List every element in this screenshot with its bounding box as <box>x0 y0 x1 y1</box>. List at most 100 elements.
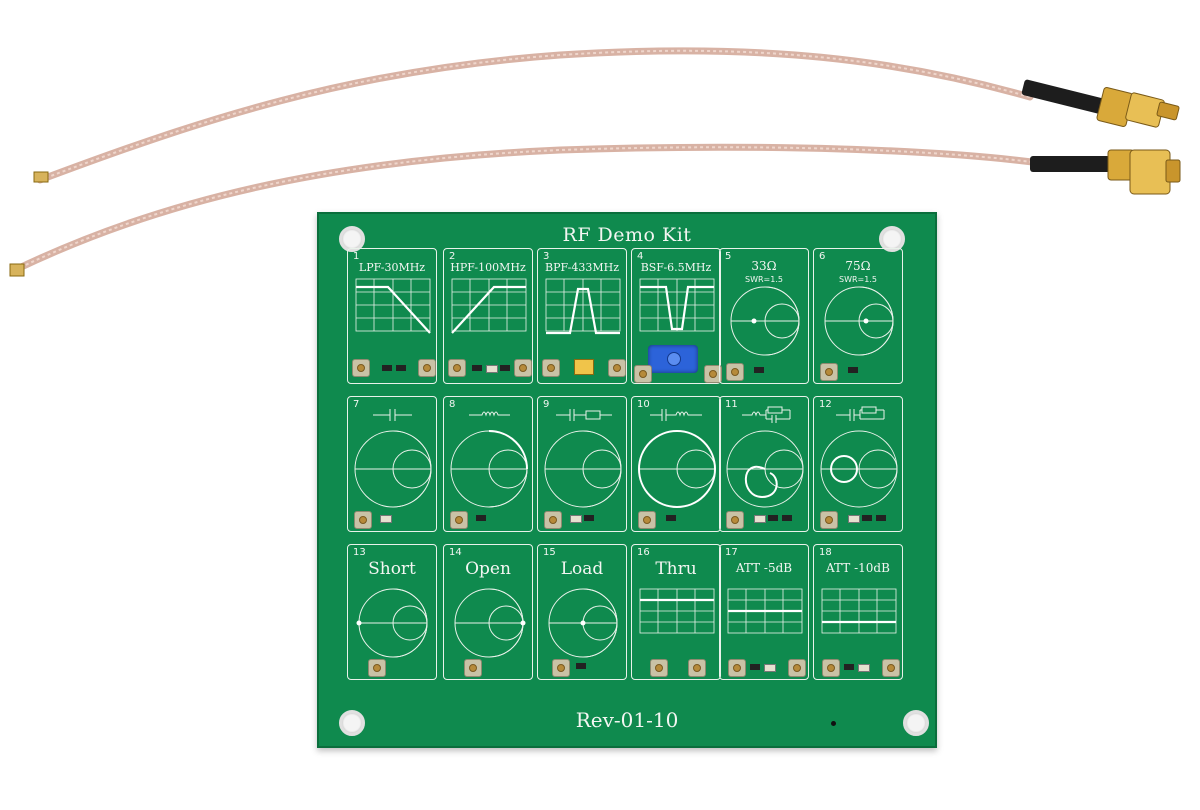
cell-number: 3 <box>543 251 550 262</box>
ufl-port[interactable] <box>368 659 386 677</box>
smd-component <box>584 515 594 521</box>
smd-resistor <box>764 664 776 672</box>
ufl-port[interactable] <box>418 359 436 377</box>
cell-number: 12 <box>819 399 832 410</box>
cell-hpf: 2 HPF-100MHz <box>443 248 533 384</box>
cell-sublabel: SWR=1.5 <box>745 275 783 284</box>
cell-number: 7 <box>353 399 360 410</box>
smd-component <box>862 515 872 521</box>
ufl-port[interactable] <box>704 365 722 383</box>
mount-hole <box>339 226 365 252</box>
cell-open: 14 Open <box>443 544 533 680</box>
smith-chart-icon <box>730 286 800 356</box>
cell-number: 4 <box>637 251 644 262</box>
smd-resistor <box>750 664 760 670</box>
ufl-port[interactable] <box>448 359 466 377</box>
smd-component <box>570 515 582 523</box>
lc-smith-icon <box>638 409 716 508</box>
cell-rc-parallel: 12 <box>813 396 903 532</box>
ufl-port[interactable] <box>638 511 656 529</box>
ufl-connector-2 <box>9 263 25 277</box>
cell-label: 33Ω <box>751 259 777 273</box>
ufl-port[interactable] <box>822 659 840 677</box>
ufl-port[interactable] <box>688 659 706 677</box>
smith-chart-icon <box>824 286 894 356</box>
ufl-port[interactable] <box>882 659 900 677</box>
cell-number: 10 <box>637 399 650 410</box>
smd-component <box>848 515 860 523</box>
ufl-port[interactable] <box>788 659 806 677</box>
smd-resistor <box>844 664 854 670</box>
ufl-port[interactable] <box>726 511 744 529</box>
board-title: RF Demo Kit <box>562 224 692 246</box>
smd-component <box>782 515 792 521</box>
cell-number: 2 <box>449 251 456 262</box>
bsf-graph-icon <box>639 278 715 332</box>
cell-label: Load <box>560 559 604 579</box>
ufl-port[interactable] <box>450 511 468 529</box>
cell-label: HPF-100MHz <box>450 261 526 274</box>
fiducial-dot <box>831 721 836 726</box>
lpf-graph-icon <box>355 278 431 334</box>
smd-resistor <box>848 367 858 373</box>
ufl-port[interactable] <box>634 365 652 383</box>
ufl-port[interactable] <box>542 359 560 377</box>
trimmer-capacitor[interactable] <box>648 345 698 373</box>
cell-label: ATT -5dB <box>735 561 793 575</box>
cell-label: BPF-433MHz <box>545 261 619 274</box>
ufl-port[interactable] <box>352 359 370 377</box>
cell-bsf: 4 BSF-6.5MHz <box>631 248 722 384</box>
att-5db-graph-icon <box>727 588 803 634</box>
ufl-port[interactable] <box>354 511 372 529</box>
ufl-port[interactable] <box>650 659 668 677</box>
cell-label: BSF-6.5MHz <box>640 261 712 274</box>
cell-bpf: 3 BPF-433MHz <box>537 248 627 384</box>
ufl-port[interactable] <box>552 659 570 677</box>
smith-chart-open-icon <box>454 588 526 658</box>
cell-number: 6 <box>819 251 826 262</box>
smd-component <box>666 515 676 521</box>
thru-graph-icon <box>639 588 715 634</box>
cell-number: 11 <box>725 399 738 410</box>
ufl-port[interactable] <box>608 359 626 377</box>
cell-number: 15 <box>543 547 556 558</box>
ufl-port[interactable] <box>514 359 532 377</box>
cell-number: 5 <box>725 251 732 262</box>
cell-sublabel: SWR=1.5 <box>839 275 877 284</box>
smd-component <box>768 515 778 521</box>
board-revision: Rev-01-10 <box>575 708 679 732</box>
cell-inductor: 8 <box>443 396 533 532</box>
smd-component <box>382 365 392 371</box>
cell-load: 15 Load <box>537 544 627 680</box>
ufl-port[interactable] <box>726 363 744 381</box>
cell-capacitor: 7 <box>347 396 437 532</box>
smd-component <box>754 515 766 523</box>
cell-number: 16 <box>637 547 650 558</box>
ufl-port[interactable] <box>820 363 838 381</box>
smd-capacitor <box>380 515 392 523</box>
smd-component <box>876 515 886 521</box>
cell-thru: 16 Thru <box>631 544 721 680</box>
smith-chart-load-icon <box>548 588 618 658</box>
ufl-port[interactable] <box>544 511 562 529</box>
cell-label: Thru <box>655 559 697 579</box>
smith-chart-short-icon <box>356 588 428 658</box>
inductor-smith-icon <box>450 411 528 508</box>
cell-label: LPF-30MHz <box>358 261 426 274</box>
ufl-port[interactable] <box>728 659 746 677</box>
hpf-graph-icon <box>451 278 527 334</box>
rc-parallel-smith-icon <box>820 406 898 508</box>
cell-att-5db: 17 ATT -5dB <box>719 544 809 680</box>
smd-component <box>486 365 498 373</box>
cell-rc-series: 9 <box>537 396 627 532</box>
cell-number: 18 <box>819 547 832 558</box>
ufl-port[interactable] <box>820 511 838 529</box>
cell-75ohm: 6 75Ω SWR=1.5 <box>813 248 903 384</box>
ufl-port[interactable] <box>464 659 482 677</box>
sma-connector-2 <box>1030 149 1181 195</box>
rlc-smith-icon <box>726 406 804 508</box>
cell-label: 75Ω <box>845 259 871 273</box>
cell-number: 14 <box>449 547 462 558</box>
sma-connector-1 <box>1021 79 1180 128</box>
